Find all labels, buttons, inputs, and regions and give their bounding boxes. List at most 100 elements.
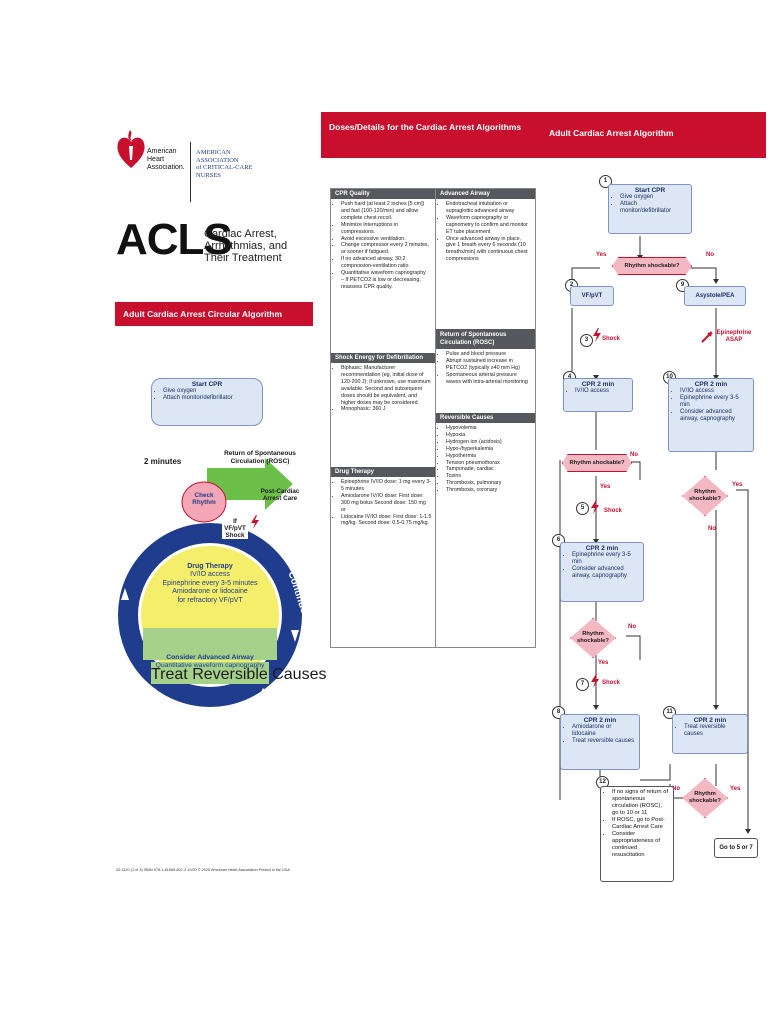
aacn-line-2: ASSOCIATION <box>196 156 239 164</box>
check-rhythm-label: Check Rhythm <box>192 492 216 506</box>
step-10-item: Epinephrine every 3-5 min <box>680 395 749 409</box>
drug-therapy-header: Drug Therapy <box>331 467 435 477</box>
drug-therapy-item: Epinephrine IV/IO dose: 1 mg every 3-5 m… <box>341 479 432 493</box>
airway-band <box>143 628 277 660</box>
step-11-cpr: CPR 2 min Treat reversible causes <box>672 714 748 754</box>
rhythm-shockable-2: Rhythm shockable? <box>562 454 632 472</box>
lightning-icon <box>593 328 601 342</box>
drug-therapy-item: Amiodarone IV/IO dose: First dose: 300 m… <box>341 493 432 507</box>
drug-therapy-list: Epinephrine IV/IO dose: 1 mg every 3-5 m… <box>331 477 435 529</box>
doses-col-divider <box>435 189 436 647</box>
rosc-item: Spontaneous arterial pressure waves with… <box>446 372 532 386</box>
step-8-item: Amiodarone or lidocaine <box>572 724 635 738</box>
step-11-item: Treat reversible causes <box>684 724 743 738</box>
no-label-4: No <box>672 786 680 792</box>
two-minutes-label: 2 minutes <box>144 457 182 466</box>
cpr-quality-header: CPR Quality <box>331 189 435 199</box>
cpr-quality-item: Quantitative waveform capnography <box>341 270 432 277</box>
step-3-shock: Shock <box>602 336 621 342</box>
circular-start-cpr-item: Give oxygen <box>163 388 258 395</box>
step-2-vf-pvt: VF/pVT <box>570 286 614 306</box>
shock-energy-item: Biphasic: Manufacturer recommendation (e… <box>341 365 432 406</box>
reversible-cause: Hypo-/hyperkalemia <box>446 446 532 453</box>
epinephrine-asap: Epinephrine ASAP <box>716 330 752 343</box>
cpr-quality-item: Minimize interruptions in compressions. <box>341 222 432 236</box>
reversible-cause: Hypothermia <box>446 453 532 460</box>
step-12-item: If ROSC, go to Post-Cardiac Arrest Care <box>612 817 669 831</box>
rosc-label: Return of Spontaneous Circulation (ROSC) <box>224 450 296 465</box>
aacn-line-1: AMERICAN <box>196 149 231 156</box>
step-1-title: Start CPR <box>634 187 666 194</box>
subtitle-line-3: Their Treatment <box>204 252 282 264</box>
advanced-airway-header: Advanced Airway <box>436 189 535 199</box>
doses-panel: CPR Quality Push hard (at least 2 inches… <box>330 188 536 648</box>
ring-arrow-bottom-left <box>147 688 159 696</box>
acls-subtitle: Cardiac Arrest, Arrhythmias, and Their T… <box>204 228 287 264</box>
circular-airway-line: Quantitative waveform capnography <box>155 662 265 669</box>
subtitle-line-2: Arrhythmias, and <box>204 240 288 252</box>
circular-drug-line: IV/IO access <box>190 571 230 579</box>
lightning-icon <box>591 500 599 514</box>
advanced-airway-item: Endotracheal intubation or supraglottic … <box>446 201 532 215</box>
yes-label-1: Yes <box>596 252 607 258</box>
step-6-item: Consider advanced airway, capnography <box>572 566 639 580</box>
step-8-item: Treat reversible causes <box>572 738 635 745</box>
drug-therapy-item: Lidocaine IV/IO dose: First dose: 1-1.5 … <box>341 514 432 528</box>
lightning-icon <box>251 515 259 529</box>
step-7-shock: Shock <box>602 680 621 686</box>
step-12-item: If no signs of return of spontaneous cir… <box>612 789 669 817</box>
doses-banner: Doses/Details for the Cardiac Arrest Alg… <box>321 112 541 158</box>
yes-label-2: Yes <box>600 484 611 490</box>
step-8-cpr: CPR 2 min Amiodarone or lidocaine Treat … <box>560 714 640 770</box>
vf-shock-label: If VF/pVT Shock <box>222 518 248 539</box>
doses-right-col: Advanced Airway Endotracheal intubation … <box>436 189 535 496</box>
circular-drug-title: Drug Therapy <box>187 563 233 570</box>
shock-energy-item: Monophasic: 360 J <box>341 406 432 413</box>
cpr-quality-item: If no advanced airway, 30:2 compression-… <box>341 256 432 270</box>
no-label-1: No <box>706 252 714 258</box>
footer-text: 20-1120 (1 of 3) ISBN 978-1-61669-807-2 … <box>116 868 290 872</box>
step-12-item: Consider appropriateness of continued re… <box>612 831 669 859</box>
aacn-logo-text: AMERICAN ASSOCIATION of CRITICAL-CARE NU… <box>196 149 253 179</box>
step-11-title: CPR 2 min <box>693 717 727 724</box>
step-6-title: CPR 2 min <box>585 545 619 552</box>
post-cardiac-label: Post-Cardiac Arrest Care <box>260 488 300 502</box>
step-4-item: IV/IO access <box>575 388 628 395</box>
step-3-number: 3 <box>580 334 593 347</box>
no-label-3: No <box>628 624 636 630</box>
aha-line-1: American <box>147 148 177 155</box>
rosc-item: Pulse and blood pressure <box>446 351 532 358</box>
rosc-item: Abrupt sustained increase in PETCO2 (typ… <box>446 358 532 372</box>
reversible-cause: Hypovolemia <box>446 425 532 432</box>
no-label-right: No <box>708 526 716 532</box>
rosc-list: Pulse and blood pressure Abrupt sustaine… <box>436 349 535 413</box>
circular-diagram <box>118 458 302 707</box>
aha-logo <box>116 128 146 170</box>
step-12-decision: If no signs of return of spontaneous cir… <box>600 786 674 882</box>
circular-drug-line: Amiodarone or lidocaine <box>172 588 248 596</box>
circular-start-cpr-item: Attach monitor/defibrillator <box>163 395 258 402</box>
step-10-item: Consider advanced airway, capnography <box>680 409 749 423</box>
step-4-title: CPR 2 min <box>581 381 615 388</box>
subtitle-line-1: Cardiac Arrest, <box>204 228 277 240</box>
step-9-asystole-pea: Asystole/PEA <box>684 286 746 306</box>
step-10-item: IV/IO access <box>680 388 749 395</box>
aha-logo-text: American Heart Association. <box>147 148 185 172</box>
circular-reversible: Treat Reversible Causes <box>151 666 327 683</box>
circular-drug-therapy: Drug Therapy IV/IO access Epinephrine ev… <box>150 563 270 605</box>
circular-drug-line: for refractory VF/pVT <box>177 596 243 604</box>
aha-line-3: Association. <box>147 164 185 171</box>
ring-arrow-left <box>121 588 129 600</box>
drug-therapy-item: or <box>341 506 346 513</box>
reversible-causes-header: Reversible Causes <box>436 413 535 423</box>
logo-divider <box>190 142 191 202</box>
check-rhythm-shape <box>181 481 227 523</box>
doses-left-col: CPR Quality Push hard (at least 2 inches… <box>331 189 435 529</box>
syringe-icon <box>701 331 713 343</box>
reversible-cause: Thrombosis, coronary <box>446 487 532 494</box>
circular-start-cpr: Start CPR Give oxygen Attach monitor/def… <box>151 378 263 426</box>
advanced-airway-item: Once advanced airway in place, give 1 br… <box>446 236 532 264</box>
step-12-number: 12 <box>596 776 609 789</box>
cpr-quality-list: Push hard (at least 2 inches [5 cm]) and… <box>331 199 435 353</box>
step-1-start-cpr: Start CPR Give oxygen Attach monitor/def… <box>608 184 692 234</box>
